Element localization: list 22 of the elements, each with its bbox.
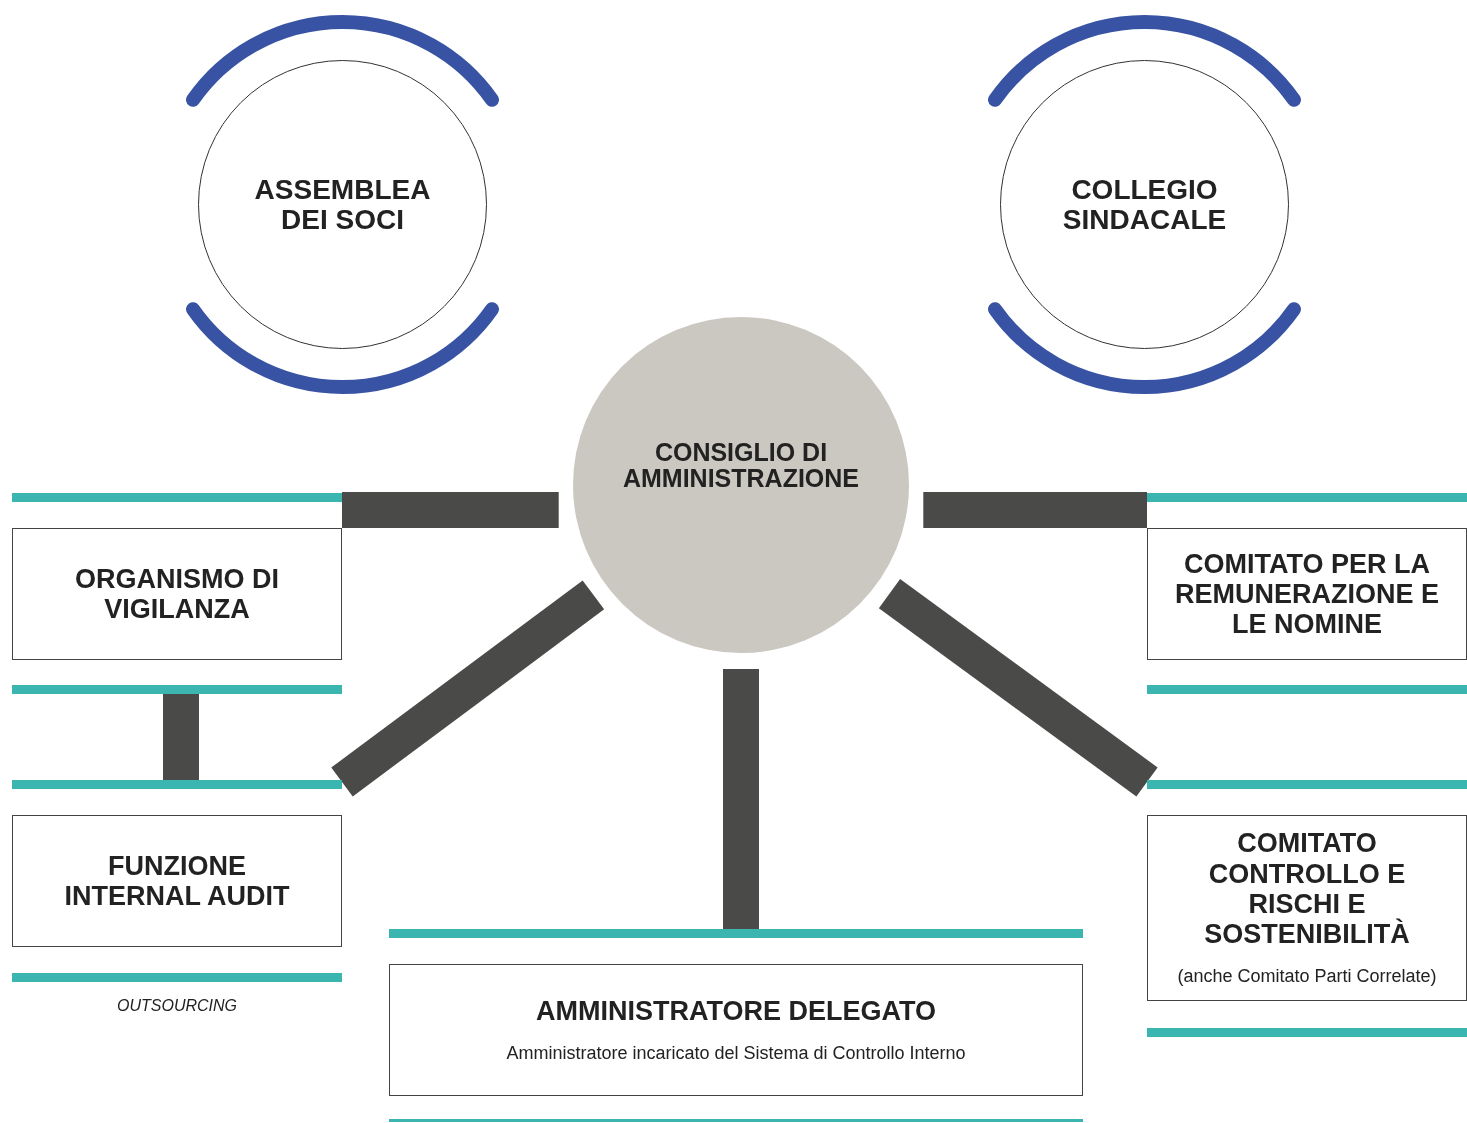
node-title: AMMINISTRATORE DELEGATO	[535, 995, 937, 1026]
connector-bar	[923, 492, 1147, 528]
org-box	[389, 964, 1083, 1096]
connector-bar	[342, 492, 559, 528]
node-title: FUNZIONE INTERNAL AUDIT	[63, 850, 291, 912]
node-title: COLLEGIO SINDACALE	[1061, 175, 1228, 234]
node-title: COMITATO CONTROLLO E RISCHI E SOSTENIBILITÀ	[1203, 828, 1411, 950]
connector-bar	[723, 669, 759, 929]
node-title: ASSEMBLEA DEI SOCI	[253, 175, 432, 234]
node-note: OUTSOURCING	[116, 996, 238, 1016]
connector-bar	[878, 579, 1158, 797]
org-box	[1147, 528, 1467, 660]
node-subtitle: (anche Comitato Parti Correlate)	[1177, 965, 1437, 988]
node-title: ORGANISMO DI VIGILANZA	[74, 563, 280, 625]
node-subtitle: Amministratore incaricato del Sistema di Controllo Interno	[506, 1041, 966, 1065]
connector-bar	[331, 580, 605, 797]
org-box	[1147, 815, 1467, 1001]
org-box	[12, 528, 342, 660]
connector-bar	[163, 694, 199, 780]
org-box	[12, 815, 342, 947]
node-title: COMITATO PER LA REMUNERAZIONE E LE NOMINE	[1174, 548, 1440, 640]
node-title: CONSIGLIO DI AMMINISTRAZIONE	[621, 438, 861, 492]
